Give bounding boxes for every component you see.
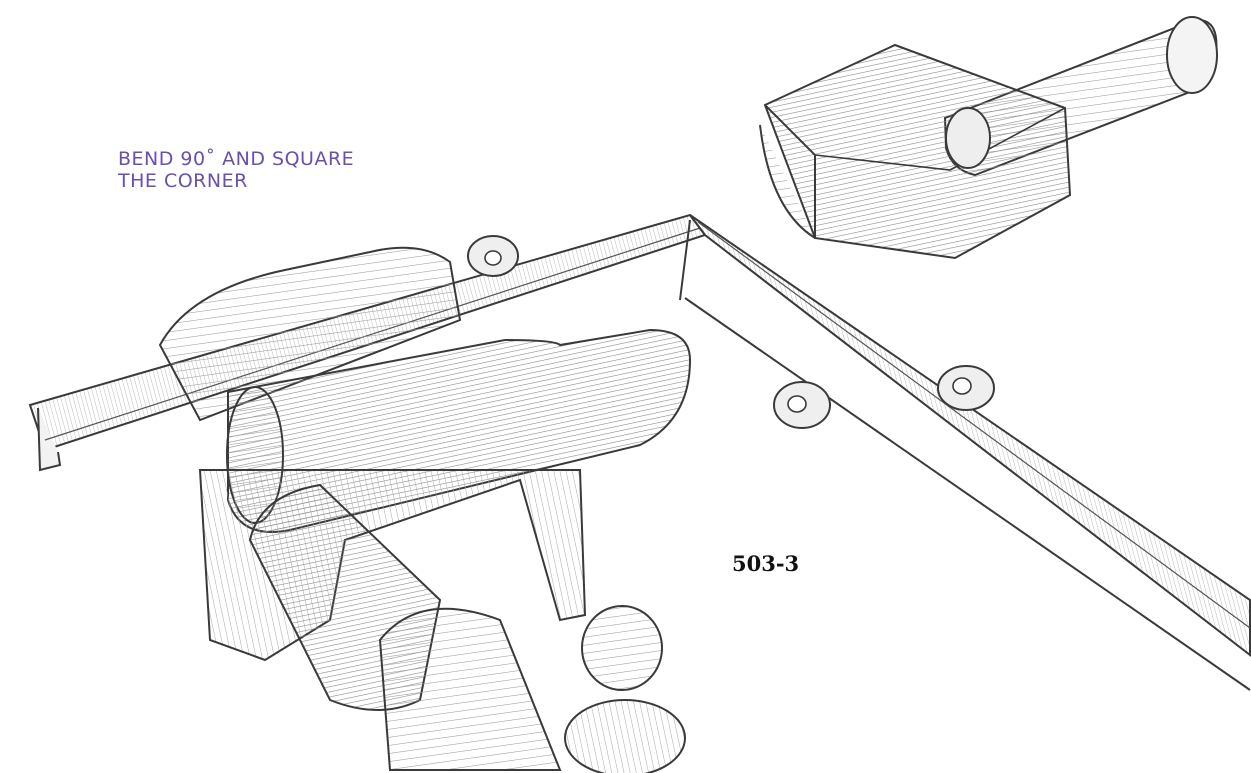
vise-handle-hub [378,607,562,771]
instruction-caption: BEND 90˚ AND SQUARE THE CORNER [118,148,354,192]
roller-right [937,365,995,411]
figure-number: 503-3 [732,551,800,576]
mallet [759,16,1218,260]
roller-top [467,235,519,277]
vise-handle-knob [581,605,663,691]
vise-rear-jaw [158,246,462,422]
mallet-handle-end [1166,16,1218,94]
caption-line-1: BEND 90˚ AND SQUARE [118,148,355,170]
roller-left [773,381,831,429]
bar-right-leg [689,214,1251,658]
rollers [467,235,995,429]
caption-line-2: THE CORNER [118,170,248,192]
bench-vise [158,246,692,773]
